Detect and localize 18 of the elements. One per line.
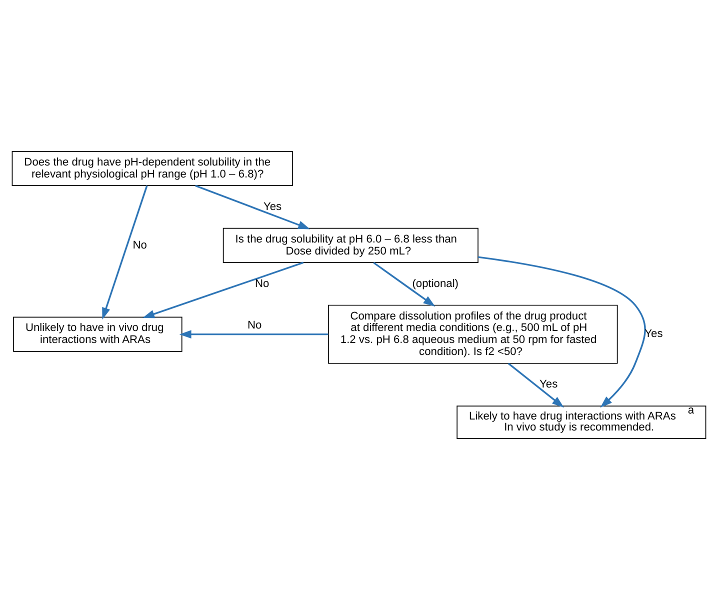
arrow: [142, 261, 304, 318]
edge-label: Yes: [540, 378, 558, 390]
node-box: Does the drug have pH-dependent solubility in the relevant physiological pH range (pH 1.0 – 6.8)?: [12, 150, 293, 186]
edge-label: Yes: [644, 328, 663, 340]
arrow: [179, 330, 328, 338]
edge-label: No: [247, 319, 262, 332]
arrow: [195, 184, 310, 229]
node-box: Compare dissolution profiles of the drug product at different media conditions (e.g., 500 mL of pH 1.2 vs. pH 6.8 aqueous medium at 50 rpm for fasted condition). Is f2 <50?: [328, 304, 618, 364]
edge-label: No: [132, 238, 147, 251]
edge-label: Yes: [263, 200, 282, 212]
node-box: Unlikely to have in vivo drug interactions with ARAs: [13, 316, 182, 352]
arrow: [373, 261, 436, 306]
edge-label: (optional): [412, 277, 459, 290]
arrow: [508, 362, 564, 408]
edge-label: No: [254, 277, 270, 290]
node-box: Is the drug solubility at pH 6.0 – 6.8 less than Dose divided by 250 mL?: [222, 227, 478, 262]
arrow: [102, 184, 148, 320]
arrow: [478, 256, 646, 408]
